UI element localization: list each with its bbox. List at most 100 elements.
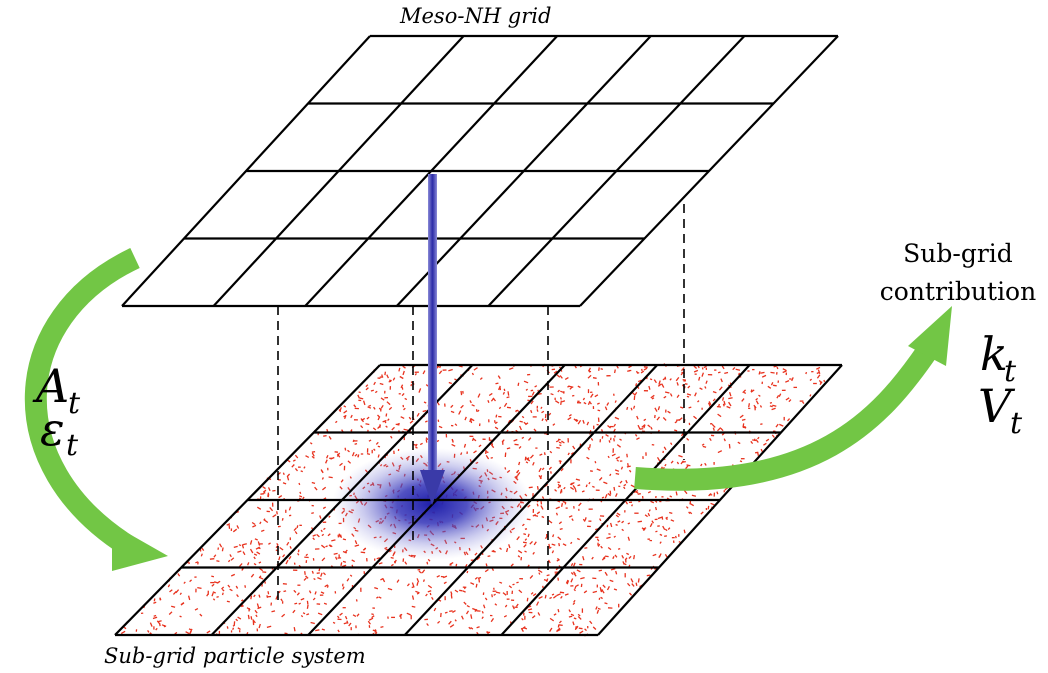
particle: [373, 406, 376, 410]
particle: [385, 413, 388, 417]
particle: [728, 443, 731, 449]
particle: [367, 620, 371, 625]
particle: [481, 610, 484, 614]
particle: [701, 372, 705, 377]
particle: [250, 616, 253, 620]
particle: [494, 421, 498, 425]
particle: [354, 453, 358, 457]
particle: [194, 608, 199, 611]
particle: [690, 503, 695, 507]
particle: [399, 375, 404, 380]
particle: [311, 452, 315, 457]
particle: [633, 554, 636, 560]
particle: [241, 544, 245, 549]
particle: [575, 418, 579, 422]
particle: [251, 521, 256, 526]
blue-arrow-shaft: [428, 174, 437, 474]
particle: [676, 461, 680, 465]
particle: [503, 402, 508, 408]
particle: [613, 423, 616, 427]
particle: [616, 512, 621, 516]
particle: [400, 384, 404, 389]
particle: [503, 388, 506, 392]
particle: [584, 547, 588, 549]
particle: [297, 549, 300, 553]
particle: [367, 406, 372, 409]
particle: [481, 616, 484, 619]
particle: [556, 593, 561, 597]
particle: [288, 556, 292, 560]
particle: [562, 500, 566, 504]
particle: [422, 579, 426, 582]
particle: [352, 439, 355, 443]
particle: [556, 627, 561, 632]
particle: [469, 418, 473, 424]
particle: [703, 365, 707, 369]
particle: [314, 486, 318, 491]
particle: [320, 469, 324, 473]
particle: [592, 485, 595, 488]
particle: [322, 572, 326, 576]
particle: [574, 586, 577, 590]
particle: [776, 394, 780, 399]
particle: [278, 590, 281, 594]
particle: [455, 563, 458, 567]
particle: [400, 416, 405, 419]
particle: [691, 494, 697, 497]
particle: [311, 570, 314, 574]
particle: [402, 365, 406, 369]
particle: [557, 577, 560, 581]
particle: [558, 542, 561, 547]
particle: [570, 613, 575, 617]
particle: [513, 438, 518, 442]
particle: [431, 596, 434, 600]
particle: [502, 592, 507, 596]
particle: [570, 486, 575, 491]
particle: [179, 592, 182, 595]
particle: [609, 522, 613, 528]
particle: [339, 407, 342, 412]
particle: [331, 539, 336, 542]
particle: [559, 397, 562, 400]
particle: [628, 555, 632, 559]
particle: [299, 495, 303, 498]
particle: [635, 370, 639, 374]
particle: [389, 379, 392, 382]
particle: [169, 589, 173, 593]
particle: [613, 486, 616, 491]
particle: [517, 550, 523, 554]
particle: [602, 584, 606, 589]
particle: [659, 533, 663, 536]
particle: [482, 604, 486, 609]
particle: [306, 600, 309, 605]
particle: [377, 445, 381, 448]
particle: [514, 443, 519, 446]
particle: [589, 401, 592, 405]
particle: [604, 494, 608, 499]
particle: [533, 514, 539, 517]
particle: [568, 385, 574, 388]
particle: [562, 543, 567, 547]
particle: [728, 401, 732, 407]
particle: [211, 583, 215, 587]
particle: [517, 472, 521, 476]
particle: [589, 620, 593, 625]
particle: [728, 391, 732, 397]
lower-grid-column-line: [114, 364, 381, 636]
particle: [712, 390, 717, 394]
particle: [303, 466, 306, 469]
particle: [613, 535, 616, 538]
particle: [507, 391, 510, 396]
particle: [357, 454, 360, 458]
particle: [573, 418, 578, 423]
particle: [343, 410, 348, 414]
particle: [560, 503, 564, 507]
particle: [328, 476, 333, 479]
particle: [657, 406, 661, 411]
right-green-arrow: [634, 306, 952, 491]
particle: [506, 406, 511, 409]
particle: [603, 556, 606, 560]
particle: [689, 511, 693, 515]
particle: [596, 609, 600, 614]
